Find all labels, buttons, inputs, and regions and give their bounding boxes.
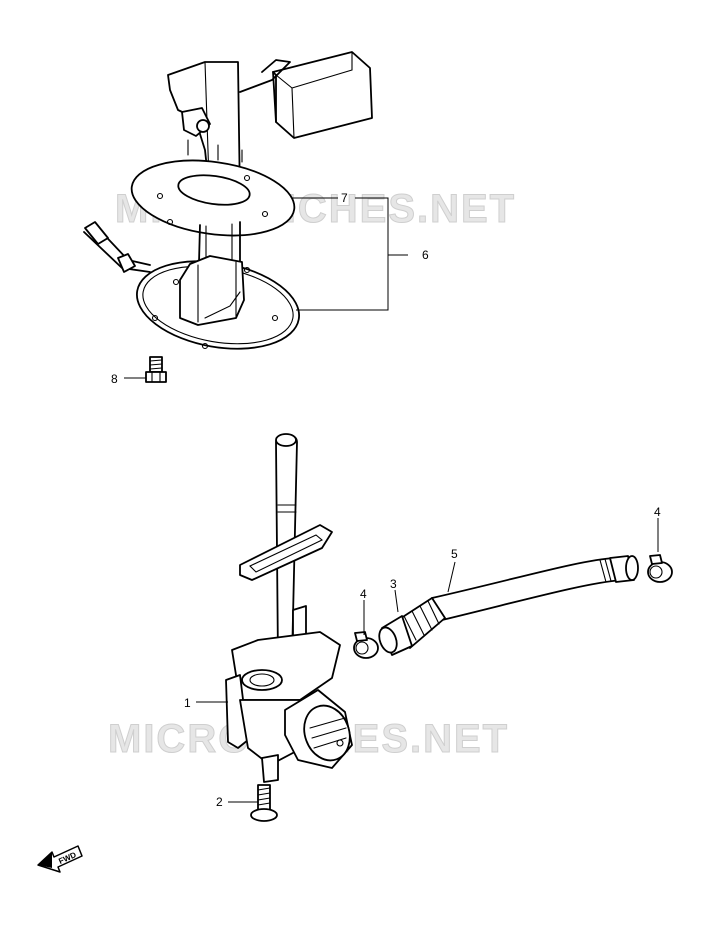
callout-5: 5 [451, 547, 458, 561]
callout-4-left: 4 [360, 587, 367, 601]
clamp-part-4-right [647, 554, 673, 583]
callout-6: 6 [422, 248, 429, 262]
callout-4-right: 4 [654, 505, 661, 519]
hose-part-5 [431, 555, 639, 621]
fwd-arrow-icon: FWD [37, 845, 83, 873]
fwd-label: FWD [57, 850, 78, 866]
clamp-part-4-left [353, 631, 379, 659]
callout-2: 2 [216, 795, 223, 809]
gasket-part-7 [130, 159, 296, 237]
leader-lines [124, 197, 659, 803]
bolt-part-8 [145, 356, 167, 383]
callout-1: 1 [184, 696, 191, 710]
fuel-cock-assembly [225, 433, 353, 783]
fuel-gauge-assembly [83, 51, 373, 350]
callout-8: 8 [111, 372, 118, 386]
callout-3: 3 [390, 577, 397, 591]
callout-7: 7 [341, 191, 348, 205]
fitting-part-3 [378, 597, 446, 656]
screw-part-2 [250, 784, 278, 822]
mounting-plate [136, 255, 300, 350]
